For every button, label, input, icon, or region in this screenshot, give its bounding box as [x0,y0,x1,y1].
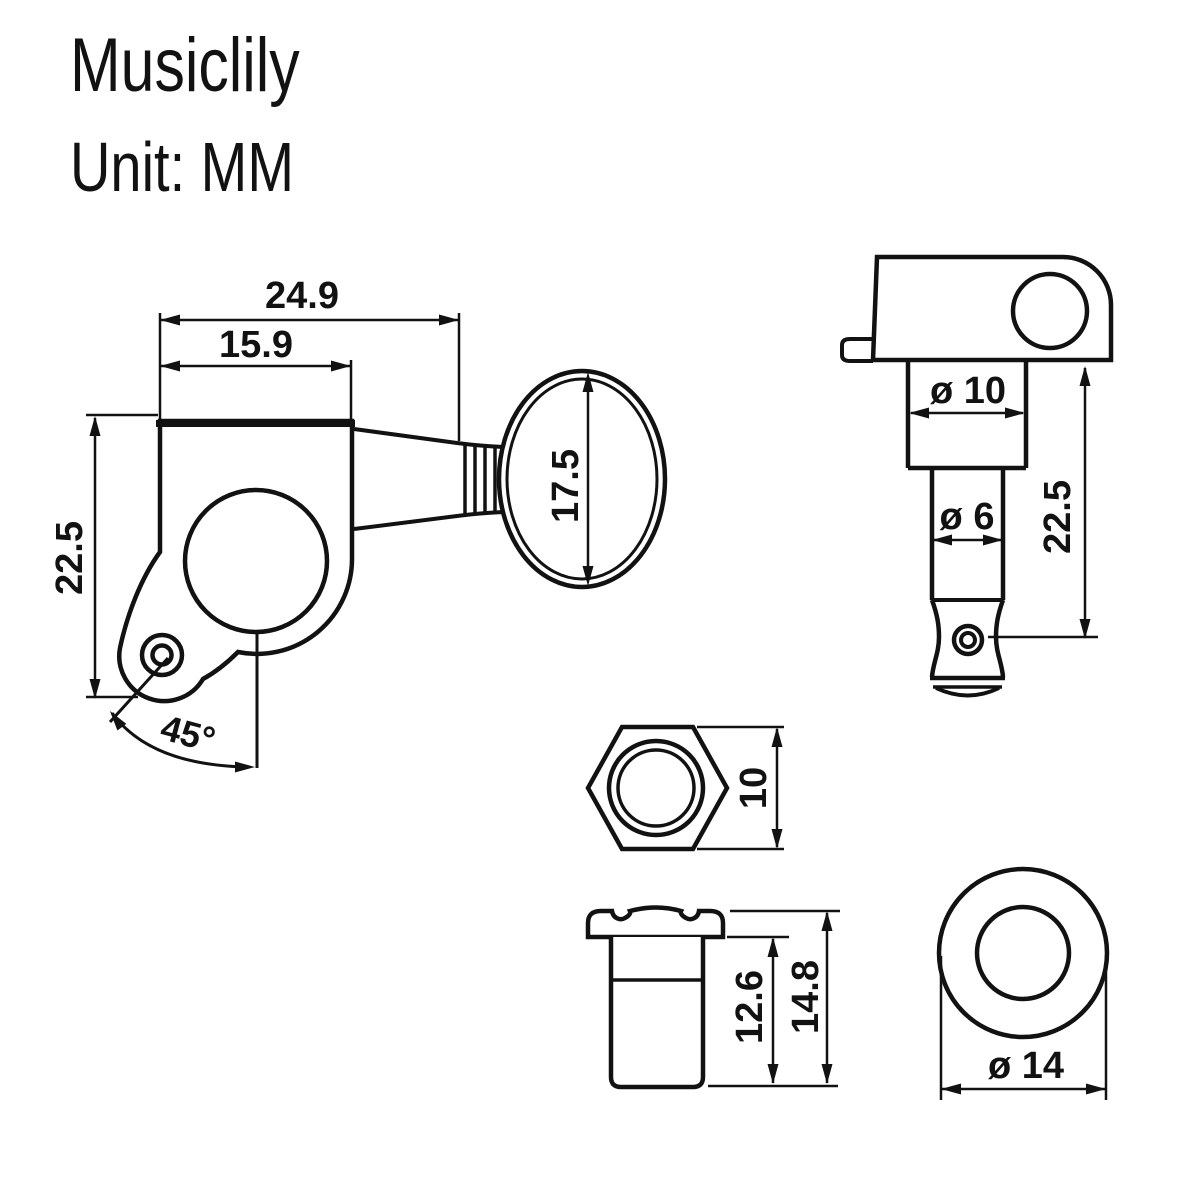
mount-screw-hole-outer [139,632,185,678]
arrowhead [89,416,101,436]
arrowhead [1079,619,1091,639]
arrowhead [941,1083,961,1095]
dim-height-label: 22.5 [1037,480,1079,554]
arrowhead [110,711,127,731]
arrowhead [909,407,929,419]
housing-outline [870,254,1114,363]
unit-label: Unit: MM [70,129,294,206]
washer-outer-circle [936,866,1110,1040]
arrowhead [331,360,351,372]
dim-total-width-label: 24.9 [265,275,339,317]
tuner-body-outline [117,418,355,704]
front-view: ø 10 ø 6 22.5 [840,254,1114,698]
arrowhead [439,314,459,326]
capstan-bottom-arc [935,686,1000,698]
dim-nut-label: 10 [733,767,775,809]
tuner-button-inner [505,377,659,581]
button-hub-circle [1010,271,1090,351]
arrowhead [1086,1083,1106,1095]
dim-body-width-label: 15.9 [219,324,293,366]
arrowhead [767,1064,779,1084]
arrowhead [983,534,1003,546]
nut-hole-inner [616,748,696,828]
dim-washer-label: ø 14 [988,1045,1064,1087]
arrowhead [1005,407,1025,419]
dim-post-dia-label: ø 6 [940,496,995,538]
bushing-view: 12.6 14.8 [585,905,840,1090]
dim-body-height-label: 22.5 [49,521,91,595]
gear-housing-circle [182,487,330,635]
tuner-button-outer [496,368,668,590]
bushing-body-outline [608,937,706,1090]
arrowhead [160,314,180,326]
dim-inner-height-label: 12.6 [729,970,771,1044]
arrowhead [932,534,952,546]
washer-inner-circle [974,904,1072,1002]
string-hole-inner [959,631,977,649]
arrowhead [771,727,783,747]
stem-top-edge [353,427,505,449]
arrowhead [1079,366,1091,386]
string-hole-outer [951,623,985,657]
hex-nut-view: 10 [585,724,784,852]
header: Musiclily Unit: MM [70,23,300,207]
arrowhead [771,829,783,849]
dim-button-label: 17.5 [545,449,587,523]
angle-slanted-leg [108,656,170,724]
capstan-right-edge [993,599,1006,678]
brand-text: Musiclily [70,23,300,108]
dim-total-height-label: 14.8 [785,960,827,1034]
capstan-left-edge [929,599,942,678]
arrowhead [582,566,594,586]
housing-tab [840,337,873,363]
arrowhead [821,911,833,931]
nut-hole-outer [606,738,706,838]
stem-bottom-edge [353,510,505,531]
arrowhead [235,761,255,773]
washer-view: ø 14 [936,866,1110,1100]
arrowhead [821,1064,833,1084]
arrowhead [160,360,180,372]
dim-upper-dia-label: ø 10 [930,370,1006,412]
arrowhead [582,372,594,392]
arrowhead [767,937,779,957]
bushing-head-outline [585,905,726,940]
arrowhead [89,679,101,699]
side-view: 24.9 15.9 22.5 [49,275,668,773]
